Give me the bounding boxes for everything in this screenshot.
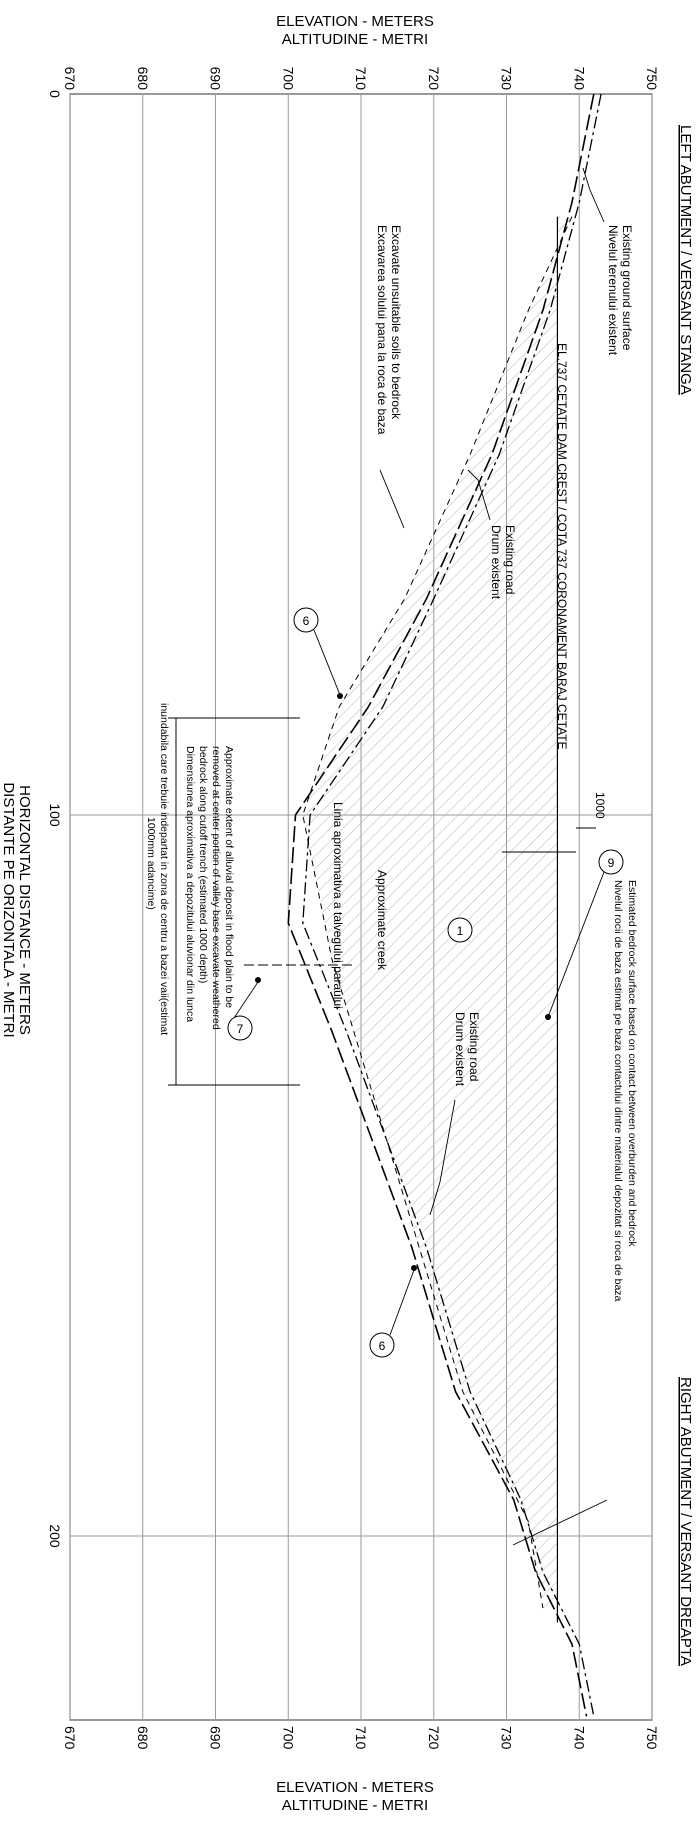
distance-ticks: 0 100 200	[47, 90, 63, 1548]
excavate-leader	[379, 469, 405, 529]
elevation-tick-top-720: 720	[426, 67, 442, 91]
distance-axis-title-2: DISTANTE PE ORIZONTALA - METRI	[0, 782, 17, 1037]
elevation-tick-bottom-750: 750	[644, 1726, 660, 1750]
top-axis-title-1: ELEVATION - METERS	[276, 13, 434, 30]
callout-1-text: 1	[457, 924, 464, 938]
elevation-tick-bottom-700: 700	[280, 1726, 296, 1750]
elevation-tick-bottom-740: 740	[571, 1726, 587, 1750]
ground-label-2: Nivelul terenului existent	[606, 225, 620, 356]
elevation-tick-bottom-720: 720	[426, 1726, 442, 1750]
callout-6-upper-leader	[313, 629, 341, 696]
elevation-tick-top-710: 710	[353, 67, 369, 91]
elevation-tick-bottom-730: 730	[499, 1726, 515, 1750]
elevation-tick-bottom-680: 680	[135, 1726, 151, 1750]
alluvial-label-1: Approximate extent of alluvial deposit i…	[223, 746, 235, 1008]
elevation-tick-top-700: 700	[280, 67, 296, 91]
ground-label-1: Existing ground surface	[620, 225, 634, 351]
callout-6-upper-dot	[337, 693, 343, 699]
distance-tick-200: 200	[47, 1524, 63, 1548]
callout-6-lower	[369, 1332, 395, 1358]
creek-label-1: Approximate creek	[375, 870, 389, 971]
bedrock-label-2: Nivelul rocii de baza estimat pe baza co…	[612, 880, 624, 1302]
road-left-label-1: Existing road	[503, 525, 517, 594]
creek-label-2: Linia aproximativa a talvegului paraului	[331, 802, 345, 1009]
elevation-tick-top-680: 680	[135, 67, 151, 91]
callout-6-upper-text: 6	[303, 614, 310, 628]
distance-tick-0: 0	[47, 90, 63, 98]
elevation-tick-top-690: 690	[208, 67, 224, 91]
bedrock-line	[287, 93, 595, 1717]
callout-6-lower-text: 6	[379, 1339, 386, 1353]
road-right-leader	[429, 1099, 456, 1216]
road-left-label-2: Drum existent	[489, 525, 503, 600]
callout-7-dot	[255, 977, 261, 983]
bedrock-leader	[512, 1499, 608, 1546]
elevation-tick-bottom-670: 670	[62, 1726, 78, 1750]
callout-9-leader	[547, 871, 605, 1018]
bottom-axis-title-1: ELEVATION - METERS	[276, 1779, 434, 1796]
callout-7-leader	[233, 981, 259, 1019]
elevation-tick-top-750: 750	[644, 67, 660, 91]
road-right-label-2: Drum existent	[453, 1012, 467, 1087]
callout-9-dot	[545, 1014, 551, 1020]
road-left-leader	[467, 469, 491, 521]
alluvial-label-2: removed at center portion of valley base…	[210, 746, 222, 1030]
callout-6-upper	[293, 607, 319, 633]
bottom-axis-title-2: ALTITUDINE - METRI	[282, 1797, 428, 1814]
distance-axis-title-1: HORIZONTAL DISTANCE - METERS	[16, 785, 33, 1035]
alluvial-label-4: Dimensiunea aproximativa a depozitului a…	[184, 746, 196, 1022]
bedrock-label-1: Estimated bedrock surface based on conta…	[626, 880, 638, 1247]
road-right-label-1: Existing road	[467, 1012, 481, 1081]
distance-tick-100: 100	[47, 803, 63, 827]
elevation-ticks-top: 670 680 690 700 710 720 730 740 750	[62, 67, 660, 91]
elevation-tick-bottom-690: 690	[208, 1726, 224, 1750]
ground-leader	[582, 167, 605, 223]
elevation-tick-top-730: 730	[499, 67, 515, 91]
callout-7	[227, 1015, 253, 1041]
elevation-ticks-bottom: 670 680 690 700 710 720 730 740 750	[62, 1726, 660, 1750]
callout-9-text: 9	[608, 856, 615, 870]
elevation-tick-bottom-710: 710	[353, 1726, 369, 1750]
alluvial-label-3: bedrock along cutoff trench (estimated 1…	[197, 746, 209, 983]
callout-6-lower-leader	[389, 1269, 415, 1336]
dam-crest-label: EL.737 CETATE DAM CREST / COTA 737 CORON…	[555, 343, 569, 750]
elevation-tick-top-740: 740	[571, 67, 587, 91]
callout-9	[598, 849, 624, 875]
dimension-1000-label: 1000	[593, 792, 607, 819]
excavate-label-1: Excavate unsuitable soils to bedrock	[389, 225, 403, 420]
callout-6-lower-dot	[411, 1265, 417, 1271]
left-abutment-heading: LEFT ABUTMENT / VERSANT STANGA	[677, 125, 694, 395]
excavate-label-2: Excavarea solului pana la roca de baza	[375, 225, 389, 435]
alluvial-label-6: 1000mm adancime)	[145, 817, 157, 910]
callout-1	[447, 917, 473, 943]
elevation-tick-top-670: 670	[62, 67, 78, 91]
existing-ground-line	[302, 93, 602, 1717]
top-axis-title-2: ALTITUDINE - METRI	[282, 31, 428, 48]
elevation-gridlines	[69, 94, 653, 1720]
right-abutment-heading: RIGHT ABUTMENT / VERSANT DREAPTA	[677, 1377, 694, 1666]
alluvial-label-5: inundabila care trebuie indepartat in zo…	[158, 703, 170, 1035]
callout-7-text: 7	[237, 1022, 244, 1036]
excavation-hatch-area	[302, 216, 572, 1609]
